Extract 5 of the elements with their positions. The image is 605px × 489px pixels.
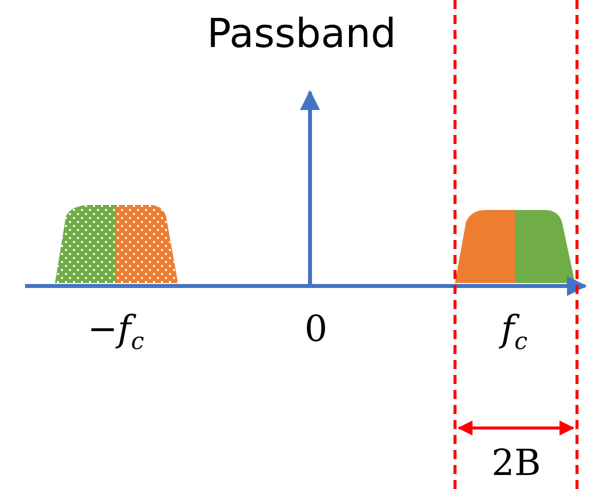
dimension-label: 2B	[492, 446, 541, 482]
frequency-label: 0	[304, 312, 328, 348]
title: Passband	[207, 14, 396, 54]
frequency-label: −f$_{c}$	[88, 312, 144, 354]
frequency-label: f$_{c}$	[501, 312, 528, 354]
